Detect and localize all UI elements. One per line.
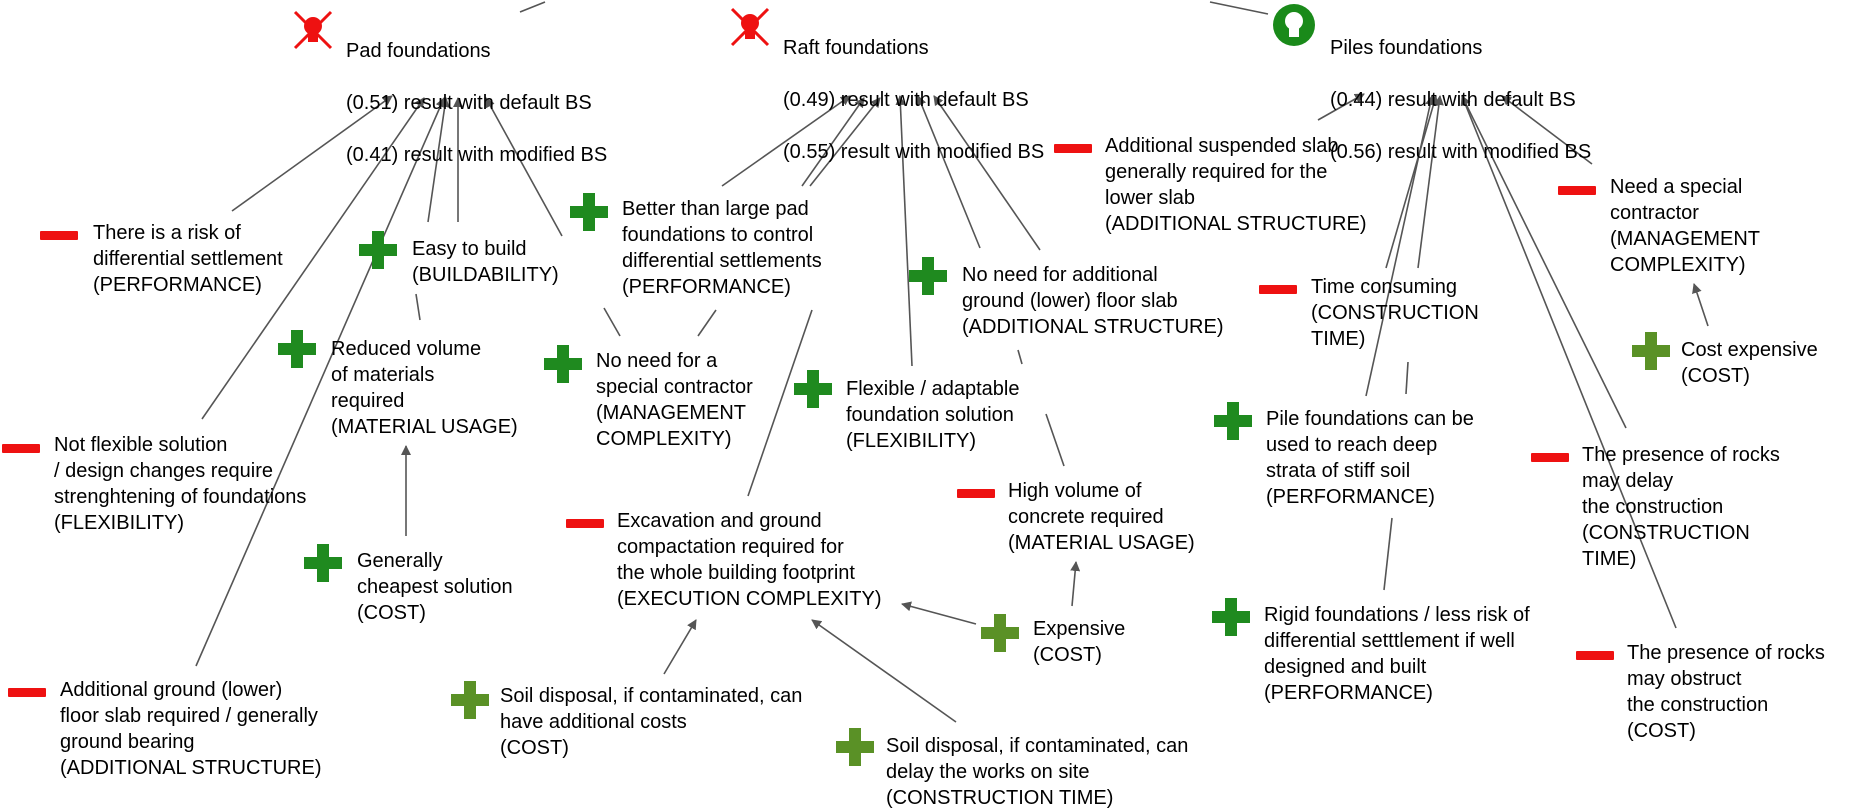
arrow-link <box>1317 93 1365 121</box>
arrow-link <box>195 97 445 667</box>
arrow-link <box>1417 95 1444 269</box>
option-piles-default-score: (0.44) result with default BS <box>1330 89 1576 111</box>
option-piles: Piles foundations (0.44) result with def… <box>1330 9 1591 191</box>
plus-icon <box>1632 332 1670 370</box>
plus-icon <box>570 193 608 231</box>
arrow-link <box>1385 95 1439 269</box>
minus-icon <box>1054 144 1092 153</box>
arrow-link <box>801 97 865 187</box>
plus-icon <box>451 681 489 719</box>
plus-icon <box>981 614 1019 652</box>
arrow-link <box>1070 561 1081 607</box>
arrow-link <box>663 619 697 675</box>
link <box>1383 517 1393 591</box>
arrow-link <box>933 95 1041 251</box>
plus-icon <box>1214 402 1252 440</box>
link <box>697 309 717 337</box>
factor-special-contractor: Need a special contractor (MANAGEMENT CO… <box>1610 176 1760 276</box>
plus-icon <box>836 728 874 766</box>
factor-expensive: Expensive (COST) <box>1033 618 1126 666</box>
factor-cheapest: Generally cheapest solution (COST) <box>357 550 513 624</box>
arrow-link <box>427 97 450 223</box>
plus-icon <box>1212 598 1250 636</box>
link <box>1017 349 1023 365</box>
plus-icon <box>304 544 342 582</box>
plus-icon <box>359 231 397 269</box>
factor-suspended-slab: Additional suspended slab generally requ… <box>1105 135 1367 235</box>
factor-better-than-pad: Better than large pad foundations to con… <box>622 198 822 298</box>
factor-rigid: Rigid foundations / less risk of differe… <box>1264 604 1530 704</box>
factor-easy-build: Easy to build (BUILDABILITY) <box>412 238 559 286</box>
minus-icon <box>957 489 995 498</box>
arrow-link <box>1501 95 1593 165</box>
factor-cost-expensive: Cost expensive (COST) <box>1681 339 1818 387</box>
top-link <box>1209 1 1269 15</box>
factor-time-consuming: Time consuming (CONSTRUCTION TIME) <box>1311 276 1479 350</box>
arrow-link <box>721 95 851 187</box>
arrow-link <box>1692 283 1709 327</box>
bulb-off-icon <box>293 10 333 50</box>
factor-flexible: Flexible / adaptable foundation solution… <box>846 378 1020 452</box>
plus-icon <box>278 330 316 368</box>
factor-not-flexible: Not flexible solution / design changes r… <box>54 434 307 534</box>
option-piles-title: Piles foundations <box>1330 37 1483 59</box>
link <box>1045 413 1065 467</box>
link <box>1405 361 1409 395</box>
factor-reduced-volume: Reduced volume of materials required (MA… <box>331 338 518 438</box>
arrow-link <box>1460 95 1677 629</box>
factor-soil-time: Soil disposal, if contaminated, can dela… <box>886 735 1189 809</box>
arrow-link <box>809 97 881 187</box>
option-raft-title: Raft foundations <box>783 37 929 59</box>
plus-icon <box>544 345 582 383</box>
factor-ground-slab: Additional ground (lower) floor slab req… <box>60 679 322 779</box>
minus-icon <box>2 444 40 453</box>
plus-icon <box>909 257 947 295</box>
factor-no-special-contractor: No need for a special contractor (MANAGE… <box>596 350 753 450</box>
arrow-link <box>1461 95 1627 429</box>
option-raft-default-score: (0.49) result with default BS <box>783 89 1029 111</box>
factor-rocks-obstruct: The presence of rocks may obstruct the c… <box>1627 642 1825 742</box>
arrow-link <box>811 619 957 723</box>
factor-high-concrete: High volume of concrete required (MATERI… <box>1008 480 1195 554</box>
option-raft: Raft foundations (0.49) result with defa… <box>783 9 1044 191</box>
bulb-on-icon <box>1273 4 1315 46</box>
option-piles-modified-score: (0.56) result with modified BS <box>1330 141 1592 163</box>
option-pad-title: Pad foundations <box>346 40 491 62</box>
minus-icon <box>566 519 604 528</box>
minus-icon <box>8 688 46 697</box>
bulb-off-icon <box>730 7 770 47</box>
factor-no-floor-slab: No need for additional ground (lower) fl… <box>962 264 1224 338</box>
minus-icon <box>1531 453 1569 462</box>
arrow-link <box>485 97 563 237</box>
arrow-link <box>201 97 425 420</box>
arrow-link <box>916 95 981 249</box>
link <box>603 307 621 337</box>
arrow-link <box>901 601 977 625</box>
minus-icon <box>1259 285 1297 294</box>
factor-soil-cost: Soil disposal, if contaminated, can have… <box>500 685 803 759</box>
link <box>415 293 421 321</box>
factor-deep-strata: Pile foundations can be used to reach de… <box>1266 408 1474 508</box>
link <box>747 309 813 497</box>
minus-icon <box>1576 651 1614 660</box>
arrow-link <box>895 95 913 367</box>
option-raft-modified-score: (0.55) result with modified BS <box>783 141 1045 163</box>
plus-icon <box>794 370 832 408</box>
option-pad-modified-score: (0.41) result with modified BS <box>346 144 608 166</box>
factor-rocks-delay: The presence of rocks may delay the cons… <box>1582 444 1780 570</box>
arrow-link <box>231 95 393 212</box>
option-pad: Pad foundations (0.51) result with defau… <box>346 12 607 194</box>
minus-icon <box>40 231 78 240</box>
top-link <box>519 1 546 13</box>
minus-icon <box>1558 186 1596 195</box>
option-pad-default-score: (0.51) result with default BS <box>346 92 592 114</box>
factor-risk-settlement: There is a risk of differential settleme… <box>93 222 283 296</box>
factor-excavation: Excavation and ground compactation requi… <box>617 510 882 610</box>
